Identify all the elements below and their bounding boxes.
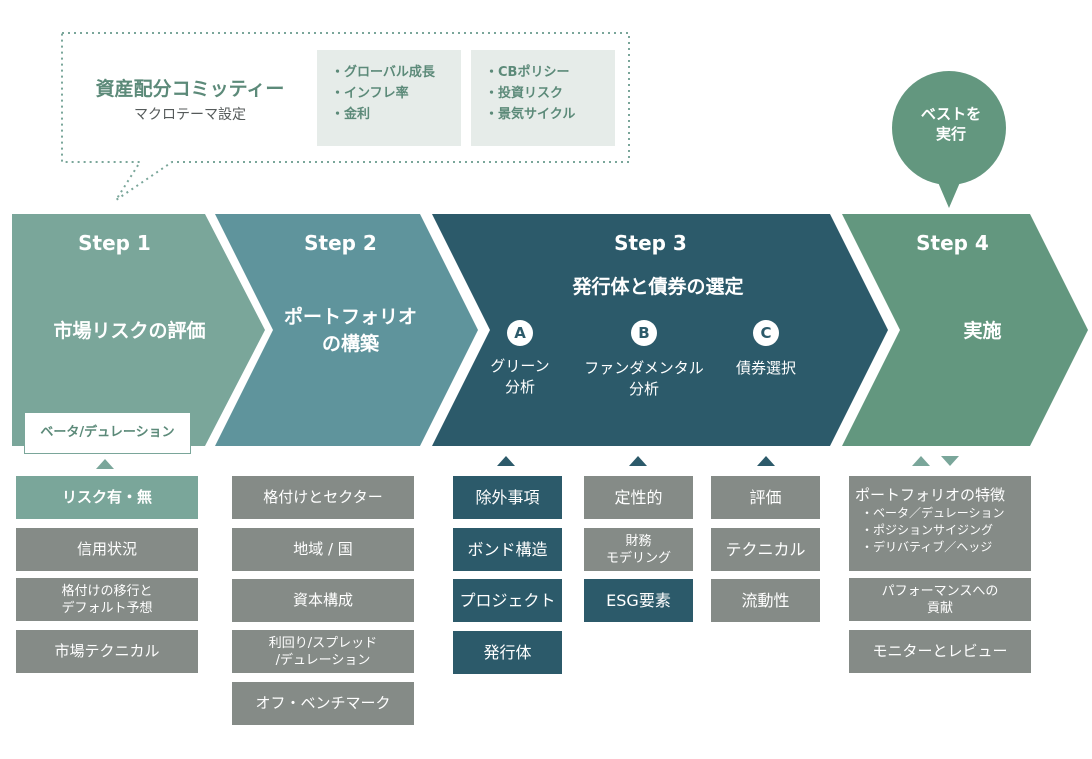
list-item: 信用状況 [16,528,198,571]
step4-pointer-up [912,456,930,466]
list-item: 利回り/スプレッド /デュレーション [232,630,414,673]
list-item: オフ・ベンチマーク [232,682,414,725]
step2-label: Step 2 [304,231,377,255]
step3-title: 発行体と債券の選定 [572,276,744,298]
macro-factors-right: ・CBポリシー ・投資リスク ・景気サイクル [471,50,615,146]
bond-selection-label: 債券選択 [735,359,796,377]
list-item: パフォーマンスへの 貢献 [849,578,1031,621]
step3a-pointer [497,456,515,466]
list-item: 流動性 [711,579,820,622]
list-item: ボンド構造 [453,528,562,571]
badge-a: A [507,320,533,346]
factor-item: ・グローバル成長 [331,65,435,80]
committee-title: 資産配分コミッティー [95,78,285,100]
list-item: 格付けの移行と デフォルト予想 [16,578,198,621]
feature-item: ・ベータ／デュレーション [861,506,1005,520]
green-analysis-label: グリーン 分析 [490,357,550,396]
step3b-pointer [629,456,647,466]
step2-chevron [215,214,478,446]
list-item: ESG要素 [584,579,693,622]
best-execution-bubble [892,71,1006,185]
list-item: 地域 / 国 [232,528,414,571]
list-item: 除外事項 [453,476,562,519]
committee-subtitle: マクロテーマ設定 [134,107,246,123]
step1-pointer [96,459,114,469]
list-item: 評価 [711,476,820,519]
step4-pointer-down [941,456,959,466]
list-item: 市場テクニカル [16,630,198,673]
list-item: 発行体 [453,631,562,674]
factor-item: ・CBポリシー [485,65,570,80]
step3-label: Step 3 [614,231,687,255]
list-item: 資本構成 [232,579,414,622]
step1-title: 市場リスクの評価 [53,320,206,342]
beta-duration-tab: ベータ/デュレーション [24,412,191,454]
step3c-pointer [757,456,775,466]
step4-title: 実施 [963,320,1002,342]
list-item: モニターとレビュー [849,630,1031,673]
step4-label: Step 4 [916,231,989,255]
list-item: 財務 モデリング [584,528,693,571]
list-item: 格付けとセクター [232,476,414,519]
list-item: 定性的 [584,476,693,519]
step1-label: Step 1 [78,231,151,255]
step1-chevron [12,214,265,446]
fundamental-analysis-label: ファンダメンタル 分析 [584,359,704,398]
feature-item: ・ポジションサイジング [861,523,994,537]
list-item: リスク有・無 [16,476,198,519]
feature-item: ・デリバティブ／ヘッジ [861,540,993,554]
factor-item: ・投資リスク [485,86,564,101]
badge-c: C [753,320,779,346]
step3-chevron [432,214,888,446]
list-item: プロジェクト [453,579,562,622]
list-item: テクニカル [711,528,820,571]
factor-item: ・景気サイクル [485,107,576,122]
best-execution-label: ベストを 実行 [920,105,982,143]
macro-factors-left: ・グローバル成長 ・インフレ率 ・金利 [317,50,461,146]
step4-chevron [842,214,1088,446]
portfolio-features-box: ポートフォリオの特徴 ・ベータ／デュレーション ・ポジションサイジング ・デリバ… [849,476,1031,571]
badge-b: B [631,320,657,346]
step2-title: ポートフォリオ の構築 [283,306,417,355]
portfolio-features-title: ポートフォリオの特徴 [855,486,1006,504]
factor-item: ・金利 [331,107,371,122]
factor-item: ・インフレ率 [331,86,409,101]
